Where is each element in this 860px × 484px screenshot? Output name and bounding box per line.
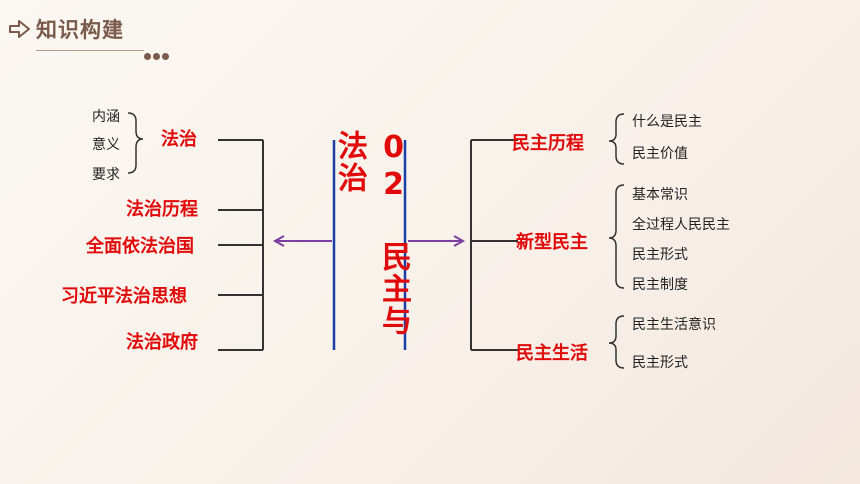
node-minzhu-licheng: 民主历程 bbox=[512, 133, 584, 154]
node-quanmian-yifa-zhiguo: 全面依法治国 bbox=[86, 236, 194, 257]
leaf-jiben-changshi: 基本常识 bbox=[632, 187, 688, 203]
leaf-quanguocheng-renmin-minzhu: 全过程人民民主 bbox=[632, 217, 730, 233]
node-xi-fazhi-sixiang: 习近平法治思想 bbox=[61, 286, 187, 307]
header-underline bbox=[36, 50, 144, 51]
fazhi-sub-neihan: 内涵 bbox=[92, 109, 120, 125]
leaf-shenme-shi-minzhu: 什么是民主 bbox=[632, 114, 702, 130]
node-fazhi-zhengfu: 法治政府 bbox=[126, 332, 198, 353]
center-topic-title: 02 民主与法治 bbox=[332, 130, 411, 337]
node-fazhi-licheng: 法治历程 bbox=[126, 199, 198, 220]
fazhi-sub-yaoqiu: 要求 bbox=[92, 167, 120, 183]
node-fazhi: 法治 bbox=[161, 129, 197, 150]
arrow-right-icon bbox=[9, 20, 30, 38]
section-title: 知识构建 bbox=[36, 18, 124, 42]
leaf-minzhu-xingshi-2: 民主形式 bbox=[632, 355, 688, 371]
header-dots bbox=[144, 45, 171, 64]
node-xinxing-minzhu: 新型民主 bbox=[516, 232, 588, 253]
leaf-minzhu-xingshi: 民主形式 bbox=[632, 247, 688, 263]
leaf-minzhu-jiazhi: 民主价值 bbox=[632, 146, 688, 162]
leaf-minzhu-zhidu: 民主制度 bbox=[632, 277, 688, 293]
node-minzhu-shenghuo: 民主生活 bbox=[516, 343, 588, 364]
fazhi-sub-yiyi: 意义 bbox=[92, 137, 120, 153]
leaf-minzhu-shenghuo-yishi: 民主生活意识 bbox=[632, 317, 716, 333]
